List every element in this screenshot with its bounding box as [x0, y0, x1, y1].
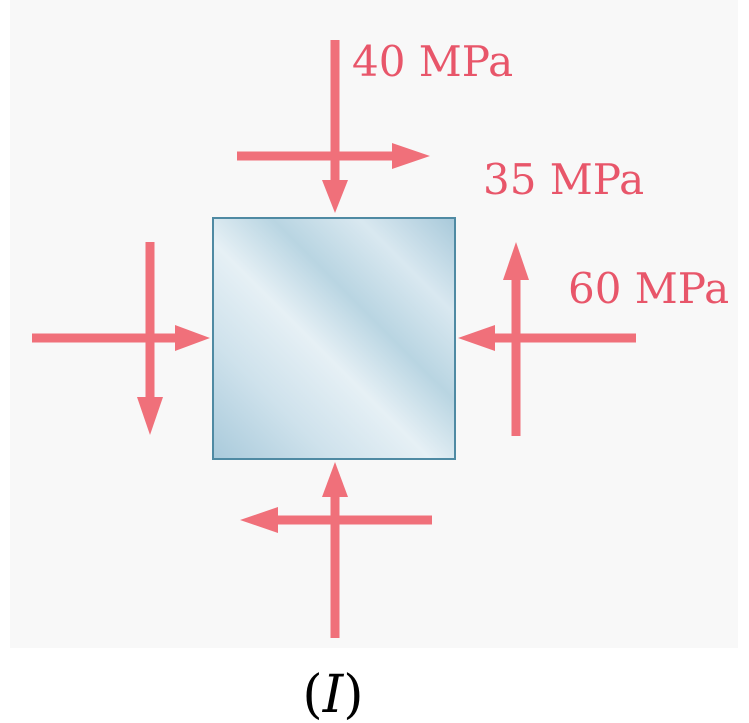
bottom-normal-arrow	[322, 462, 348, 638]
right-shear-arrow	[503, 242, 529, 436]
stress-element-square	[212, 217, 456, 460]
label-shear: 35 MPa	[483, 155, 644, 204]
right-normal-arrow	[458, 325, 636, 351]
top-normal-arrow	[322, 40, 348, 213]
left-shear-arrow	[137, 242, 163, 435]
caption-symbol: I	[322, 665, 345, 723]
caption-close-paren: )	[343, 665, 363, 723]
top-shear-arrow	[237, 143, 430, 169]
figure-caption: (I)	[302, 665, 363, 723]
left-normal-arrow	[32, 325, 210, 351]
label-normal-vertical: 40 MPa	[352, 37, 513, 86]
caption-open-paren: (	[302, 665, 322, 723]
bottom-shear-arrow	[240, 507, 432, 533]
stress-arrows	[32, 40, 636, 638]
label-normal-horizontal: 60 MPa	[568, 264, 729, 313]
